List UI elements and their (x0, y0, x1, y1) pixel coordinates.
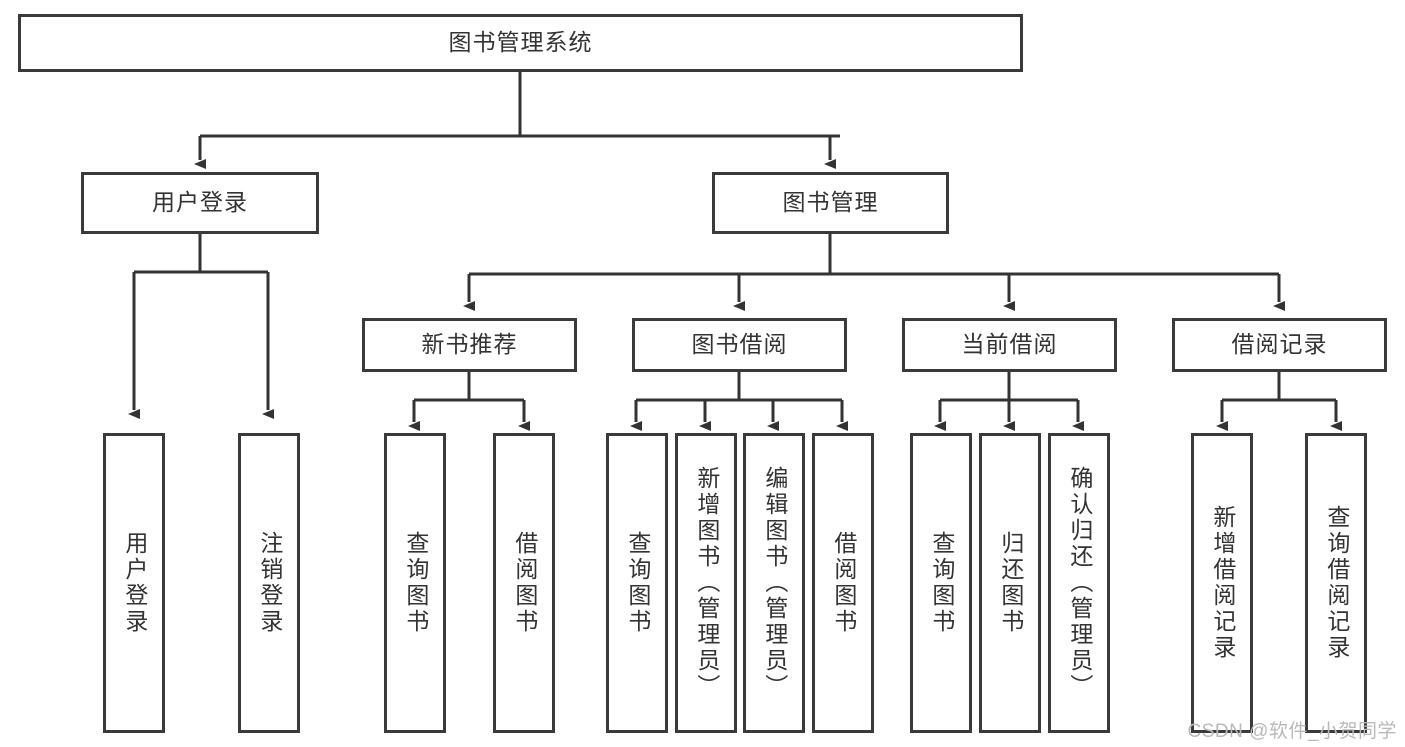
node-leaf-logout-login-label: 注销登录 (256, 531, 283, 635)
node-user-login-label: 用户登录 (152, 189, 248, 216)
node-leaf-borrow-book-2[interactable]: 借阅图书 (812, 433, 874, 733)
node-leaf-query-book-2[interactable]: 查询图书 (606, 433, 668, 733)
node-leaf-add-record[interactable]: 新增借阅记录 (1191, 433, 1253, 733)
node-leaf-borrow-book-1[interactable]: 借阅图书 (493, 433, 555, 733)
node-book-borrow-label: 图书借阅 (691, 331, 788, 358)
node-leaf-user-login[interactable]: 用户登录 (103, 433, 165, 733)
node-leaf-return-book-label: 归还图书 (997, 531, 1024, 635)
node-leaf-logout-login[interactable]: 注销登录 (238, 433, 300, 733)
node-leaf-confirm-return[interactable]: 确认归还（管理员） (1048, 433, 1110, 733)
node-new-book-recommend[interactable]: 新书推荐 (362, 318, 577, 372)
node-leaf-add-book[interactable]: 新增图书（管理员） (675, 433, 737, 733)
node-leaf-query-book-1[interactable]: 查询图书 (384, 433, 446, 733)
node-leaf-edit-book[interactable]: 编辑图书（管理员） (743, 433, 805, 733)
node-leaf-return-book[interactable]: 归还图书 (979, 433, 1041, 733)
node-user-login[interactable]: 用户登录 (81, 172, 319, 234)
node-leaf-query-book-2-label: 查询图书 (624, 531, 651, 635)
node-leaf-query-book-1-label: 查询图书 (402, 531, 429, 635)
node-leaf-borrow-book-2-label: 借阅图书 (830, 531, 857, 635)
node-borrow-record[interactable]: 借阅记录 (1172, 318, 1387, 372)
node-leaf-query-book-3-label: 查询图书 (928, 531, 955, 635)
node-book-borrow[interactable]: 图书借阅 (632, 318, 847, 372)
node-leaf-query-record[interactable]: 查询借阅记录 (1305, 433, 1367, 733)
node-borrow-record-label: 借阅记录 (1231, 331, 1328, 358)
node-leaf-borrow-book-1-label: 借阅图书 (511, 531, 538, 635)
node-root-label: 图书管理系统 (448, 29, 593, 56)
node-leaf-edit-book-label: 编辑图书（管理员） (761, 466, 788, 700)
node-new-book-recommend-label: 新书推荐 (421, 331, 518, 358)
node-current-borrow-label: 当前借阅 (961, 331, 1058, 358)
node-leaf-add-book-label: 新增图书（管理员） (693, 466, 720, 700)
node-leaf-add-record-label: 新增借阅记录 (1209, 505, 1236, 661)
node-leaf-query-book-3[interactable]: 查询图书 (910, 433, 972, 733)
node-leaf-query-record-label: 查询借阅记录 (1323, 505, 1350, 661)
node-leaf-confirm-return-label: 确认归还（管理员） (1066, 466, 1093, 700)
node-root[interactable]: 图书管理系统 (18, 14, 1023, 72)
node-leaf-user-login-label: 用户登录 (121, 531, 148, 635)
node-book-manage[interactable]: 图书管理 (712, 172, 949, 234)
node-current-borrow[interactable]: 当前借阅 (902, 318, 1117, 372)
node-book-manage-label: 图书管理 (782, 189, 879, 216)
